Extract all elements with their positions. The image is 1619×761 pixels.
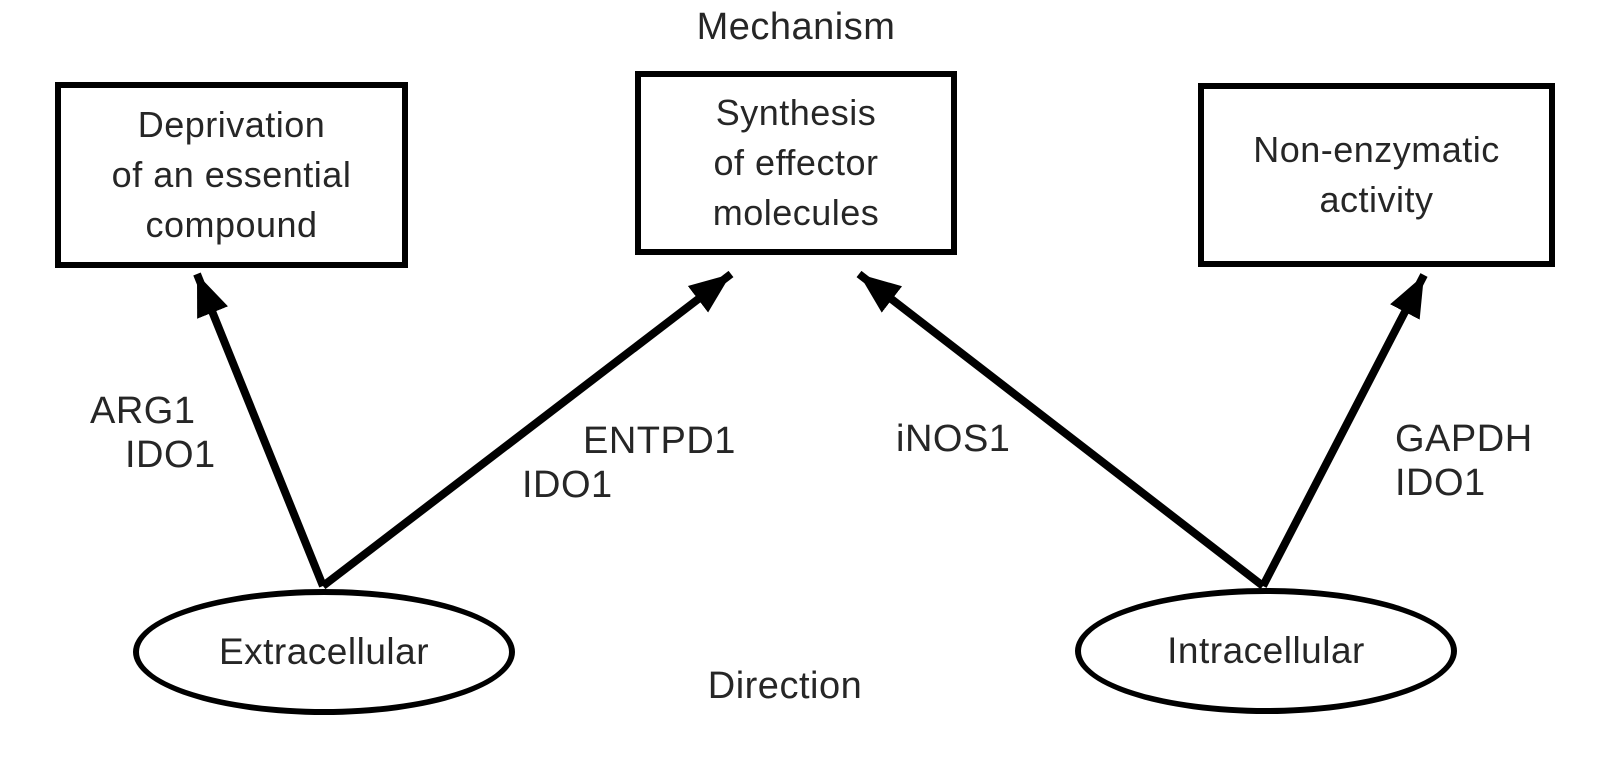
gene-label: iNOS1: [896, 418, 1011, 460]
arrow-intracellular-to-synthesis: [856, 270, 1266, 590]
gene-label: GAPDH: [1395, 418, 1533, 460]
node-synthesis-of-effector-molecules: Synthesis of effector molecules: [635, 71, 957, 255]
gene-label: ENTPD1: [583, 420, 736, 462]
node-label-line: of effector: [713, 142, 879, 183]
direction-axis-title: Direction: [707, 665, 863, 707]
gene-label: IDO1: [522, 464, 613, 506]
node-label-line: compound: [145, 204, 318, 245]
node-label-line: Non-enzymatic: [1253, 129, 1500, 170]
mechanism-axis-title: Mechanism: [696, 6, 896, 48]
gene-label: IDO1: [1395, 462, 1486, 504]
node-label: Extracellular: [218, 631, 430, 672]
node-intracellular: Intracellular: [1075, 588, 1457, 714]
node-label-line: molecules: [712, 192, 880, 233]
gene-label: IDO1: [125, 434, 216, 476]
node-label-line: activity: [1319, 179, 1434, 220]
node-extracellular: Extracellular: [133, 589, 515, 715]
edge-label-gapdh-ido1: GAPDH IDO1: [1395, 417, 1533, 505]
node-label-line: Synthesis: [715, 92, 877, 133]
edge-label-arg1-ido1: ARG1 IDO1: [90, 389, 216, 477]
node-non-enzymatic-activity: Non-enzymatic activity: [1198, 83, 1555, 267]
edge-label-inos1: iNOS1: [896, 417, 1010, 461]
node-label-line: of an essential: [111, 154, 352, 195]
arrow-extracellular-to-synthesis: [320, 270, 734, 590]
edge-label-entpd1-ido1: ENTPD1 IDO1: [522, 419, 736, 507]
gene-label: ARG1: [90, 390, 196, 432]
node-deprivation-of-essential-compound: Deprivation of an essential compound: [55, 82, 408, 268]
arrow-intracellular-to-nonenzymatic: [1259, 273, 1428, 588]
node-label: Intracellular: [1167, 630, 1365, 671]
node-label-line: Deprivation: [137, 104, 326, 145]
arrow-extracellular-to-deprivation: [193, 272, 327, 588]
